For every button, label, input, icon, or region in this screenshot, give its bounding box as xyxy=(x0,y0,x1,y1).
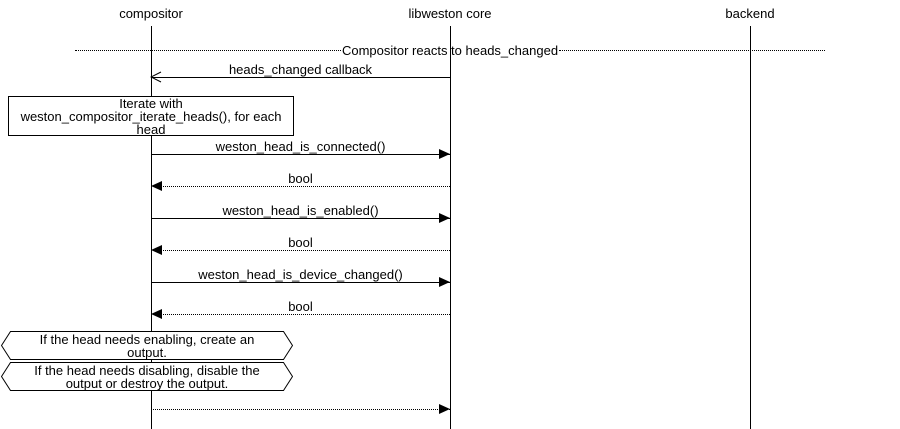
divider-line-left xyxy=(75,50,341,51)
actor-label-backend: backend xyxy=(725,6,775,21)
note-iterate-heads-text: Iterate with weston_compositor_iterate_h… xyxy=(20,95,282,137)
message-line-head-is-connected xyxy=(151,154,450,155)
divider-line-right xyxy=(559,50,826,51)
condition-enable-output-text: If the head needs enabling, create an ou… xyxy=(39,331,255,360)
note-iterate-heads: Iterate with weston_compositor_iterate_h… xyxy=(8,96,294,136)
final-return-line xyxy=(151,409,450,410)
message-line-heads-changed-callback xyxy=(151,77,450,78)
message-label-head-is-connected: weston_head_is_connected() xyxy=(215,139,386,154)
arrowhead-filled-right-icon xyxy=(439,404,450,414)
lifeline-compositor xyxy=(151,26,152,429)
condition-enable-output: If the head needs enabling, create an ou… xyxy=(1,331,293,360)
message-label-heads-changed-callback: heads_changed callback xyxy=(228,62,373,77)
condition-disable-output: If the head needs disabling, disable the… xyxy=(1,362,293,391)
actor-label-compositor: compositor xyxy=(119,6,183,21)
return-label-bool-2: bool xyxy=(288,235,313,250)
arrowhead-filled-right-icon xyxy=(439,149,450,159)
return-line-bool-3 xyxy=(151,314,450,315)
lifeline-backend xyxy=(750,26,751,429)
divider-label: Compositor reacts to heads_changed xyxy=(341,43,559,58)
hexagon-shape xyxy=(1,331,293,360)
actor-label-libweston-core: libweston core xyxy=(408,6,492,21)
message-line-head-is-enabled xyxy=(151,218,450,219)
arrowhead-filled-left-icon xyxy=(151,245,162,255)
arrowhead-filled-left-icon xyxy=(151,181,162,191)
return-line-bool-1 xyxy=(151,186,450,187)
hexagon-shape xyxy=(1,362,293,391)
message-line-head-is-device-changed xyxy=(151,282,450,283)
return-label-bool-3: bool xyxy=(288,299,313,314)
message-label-head-is-device-changed: weston_head_is_device_changed() xyxy=(198,267,403,282)
lifeline-libweston-core xyxy=(450,26,451,429)
return-line-bool-2 xyxy=(151,250,450,251)
arrowhead-filled-left-icon xyxy=(151,309,162,319)
arrowhead-filled-right-icon xyxy=(439,277,450,287)
return-label-bool-1: bool xyxy=(288,171,313,186)
arrowhead-open-left-icon xyxy=(150,71,162,83)
condition-disable-output-text: If the head needs disabling, disable the… xyxy=(34,362,260,391)
section-divider: Compositor reacts to heads_changed xyxy=(75,43,826,58)
message-label-head-is-enabled: weston_head_is_enabled() xyxy=(222,203,379,218)
arrowhead-filled-right-icon xyxy=(439,213,450,223)
